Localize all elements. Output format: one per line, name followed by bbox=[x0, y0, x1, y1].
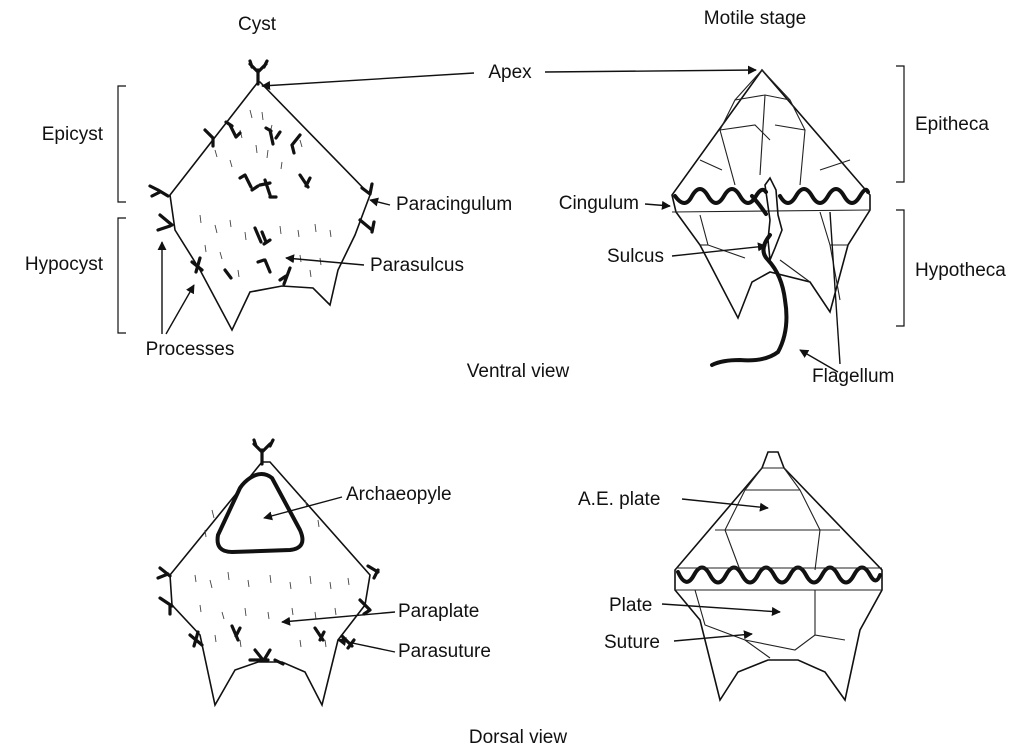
ventral-motile-sulcus bbox=[765, 178, 782, 260]
label-cyst: Cyst bbox=[238, 14, 277, 35]
cingulum-arrow bbox=[645, 204, 670, 206]
ventral-motile-flagellum bbox=[712, 235, 786, 365]
dorsal-motile-outline bbox=[675, 452, 882, 700]
dorsal-motile-cingulum bbox=[678, 568, 880, 583]
archaeopyle-outline bbox=[218, 474, 303, 552]
label-ae-plate: A.E. plate bbox=[578, 489, 660, 510]
label-processes: Processes bbox=[146, 339, 235, 360]
apex-arrow-right bbox=[545, 70, 756, 72]
dorsal-cyst-outline bbox=[170, 462, 370, 705]
ae-plate-arrow bbox=[682, 499, 768, 508]
label-apex: Apex bbox=[488, 62, 532, 83]
ventral-cyst bbox=[150, 61, 374, 330]
label-paraplate: Paraplate bbox=[398, 601, 479, 622]
dorsal-cyst-hair-marks bbox=[195, 500, 349, 647]
ventral-motile-outline bbox=[672, 70, 870, 318]
ventral-cyst-outline bbox=[170, 82, 370, 330]
label-flagellum: Flagellum bbox=[812, 366, 894, 387]
dorsal-motile-plates bbox=[695, 468, 845, 658]
ventral-motile-epitheca-plates bbox=[700, 70, 850, 185]
paracingulum-arrow bbox=[370, 200, 390, 205]
label-parasulcus: Parasulcus bbox=[370, 255, 464, 276]
ventral-motile-cingulum bbox=[675, 189, 868, 203]
label-parasuture: Parasuture bbox=[398, 641, 491, 662]
label-hypotheca: Hypotheca bbox=[915, 260, 1006, 281]
hypotheca-flagellum-line bbox=[830, 212, 840, 364]
label-epicyst: Epicyst bbox=[42, 124, 104, 145]
label-epitheca: Epitheca bbox=[915, 114, 989, 135]
processes-arrow-2 bbox=[166, 285, 194, 334]
label-motile-stage: Motile stage bbox=[704, 8, 806, 29]
dorsal-cyst bbox=[158, 440, 378, 705]
label-paracingulum: Paracingulum bbox=[396, 194, 512, 215]
label-dorsal-view: Dorsal view bbox=[469, 727, 567, 748]
sulcus-arrow bbox=[672, 246, 766, 256]
label-sulcus: Sulcus bbox=[607, 246, 664, 267]
epitheca-bracket bbox=[896, 66, 904, 182]
suture-arrow bbox=[674, 634, 752, 641]
label-suture: Suture bbox=[604, 632, 660, 653]
paraplate-arrow bbox=[282, 612, 395, 622]
ventral-motile-girdle-line bbox=[672, 210, 870, 212]
parasulcus-arrow bbox=[286, 258, 364, 265]
label-hypocyst: Hypocyst bbox=[25, 254, 104, 275]
apex-arrow-left bbox=[262, 73, 474, 86]
hypotheca-bracket bbox=[896, 210, 904, 326]
ventral-motile bbox=[672, 70, 870, 365]
label-archaeopyle: Archaeopyle bbox=[346, 484, 452, 505]
hypocyst-bracket bbox=[118, 218, 126, 333]
dorsal-motile bbox=[675, 452, 882, 700]
plate-arrow bbox=[662, 604, 780, 612]
ventral-cyst-processes bbox=[150, 61, 374, 284]
epicyst-bracket bbox=[118, 86, 126, 202]
label-cingulum: Cingulum bbox=[559, 193, 639, 214]
label-plate: Plate bbox=[609, 595, 652, 616]
parasuture-arrow bbox=[338, 640, 395, 652]
label-ventral-view: Ventral view bbox=[467, 361, 570, 382]
